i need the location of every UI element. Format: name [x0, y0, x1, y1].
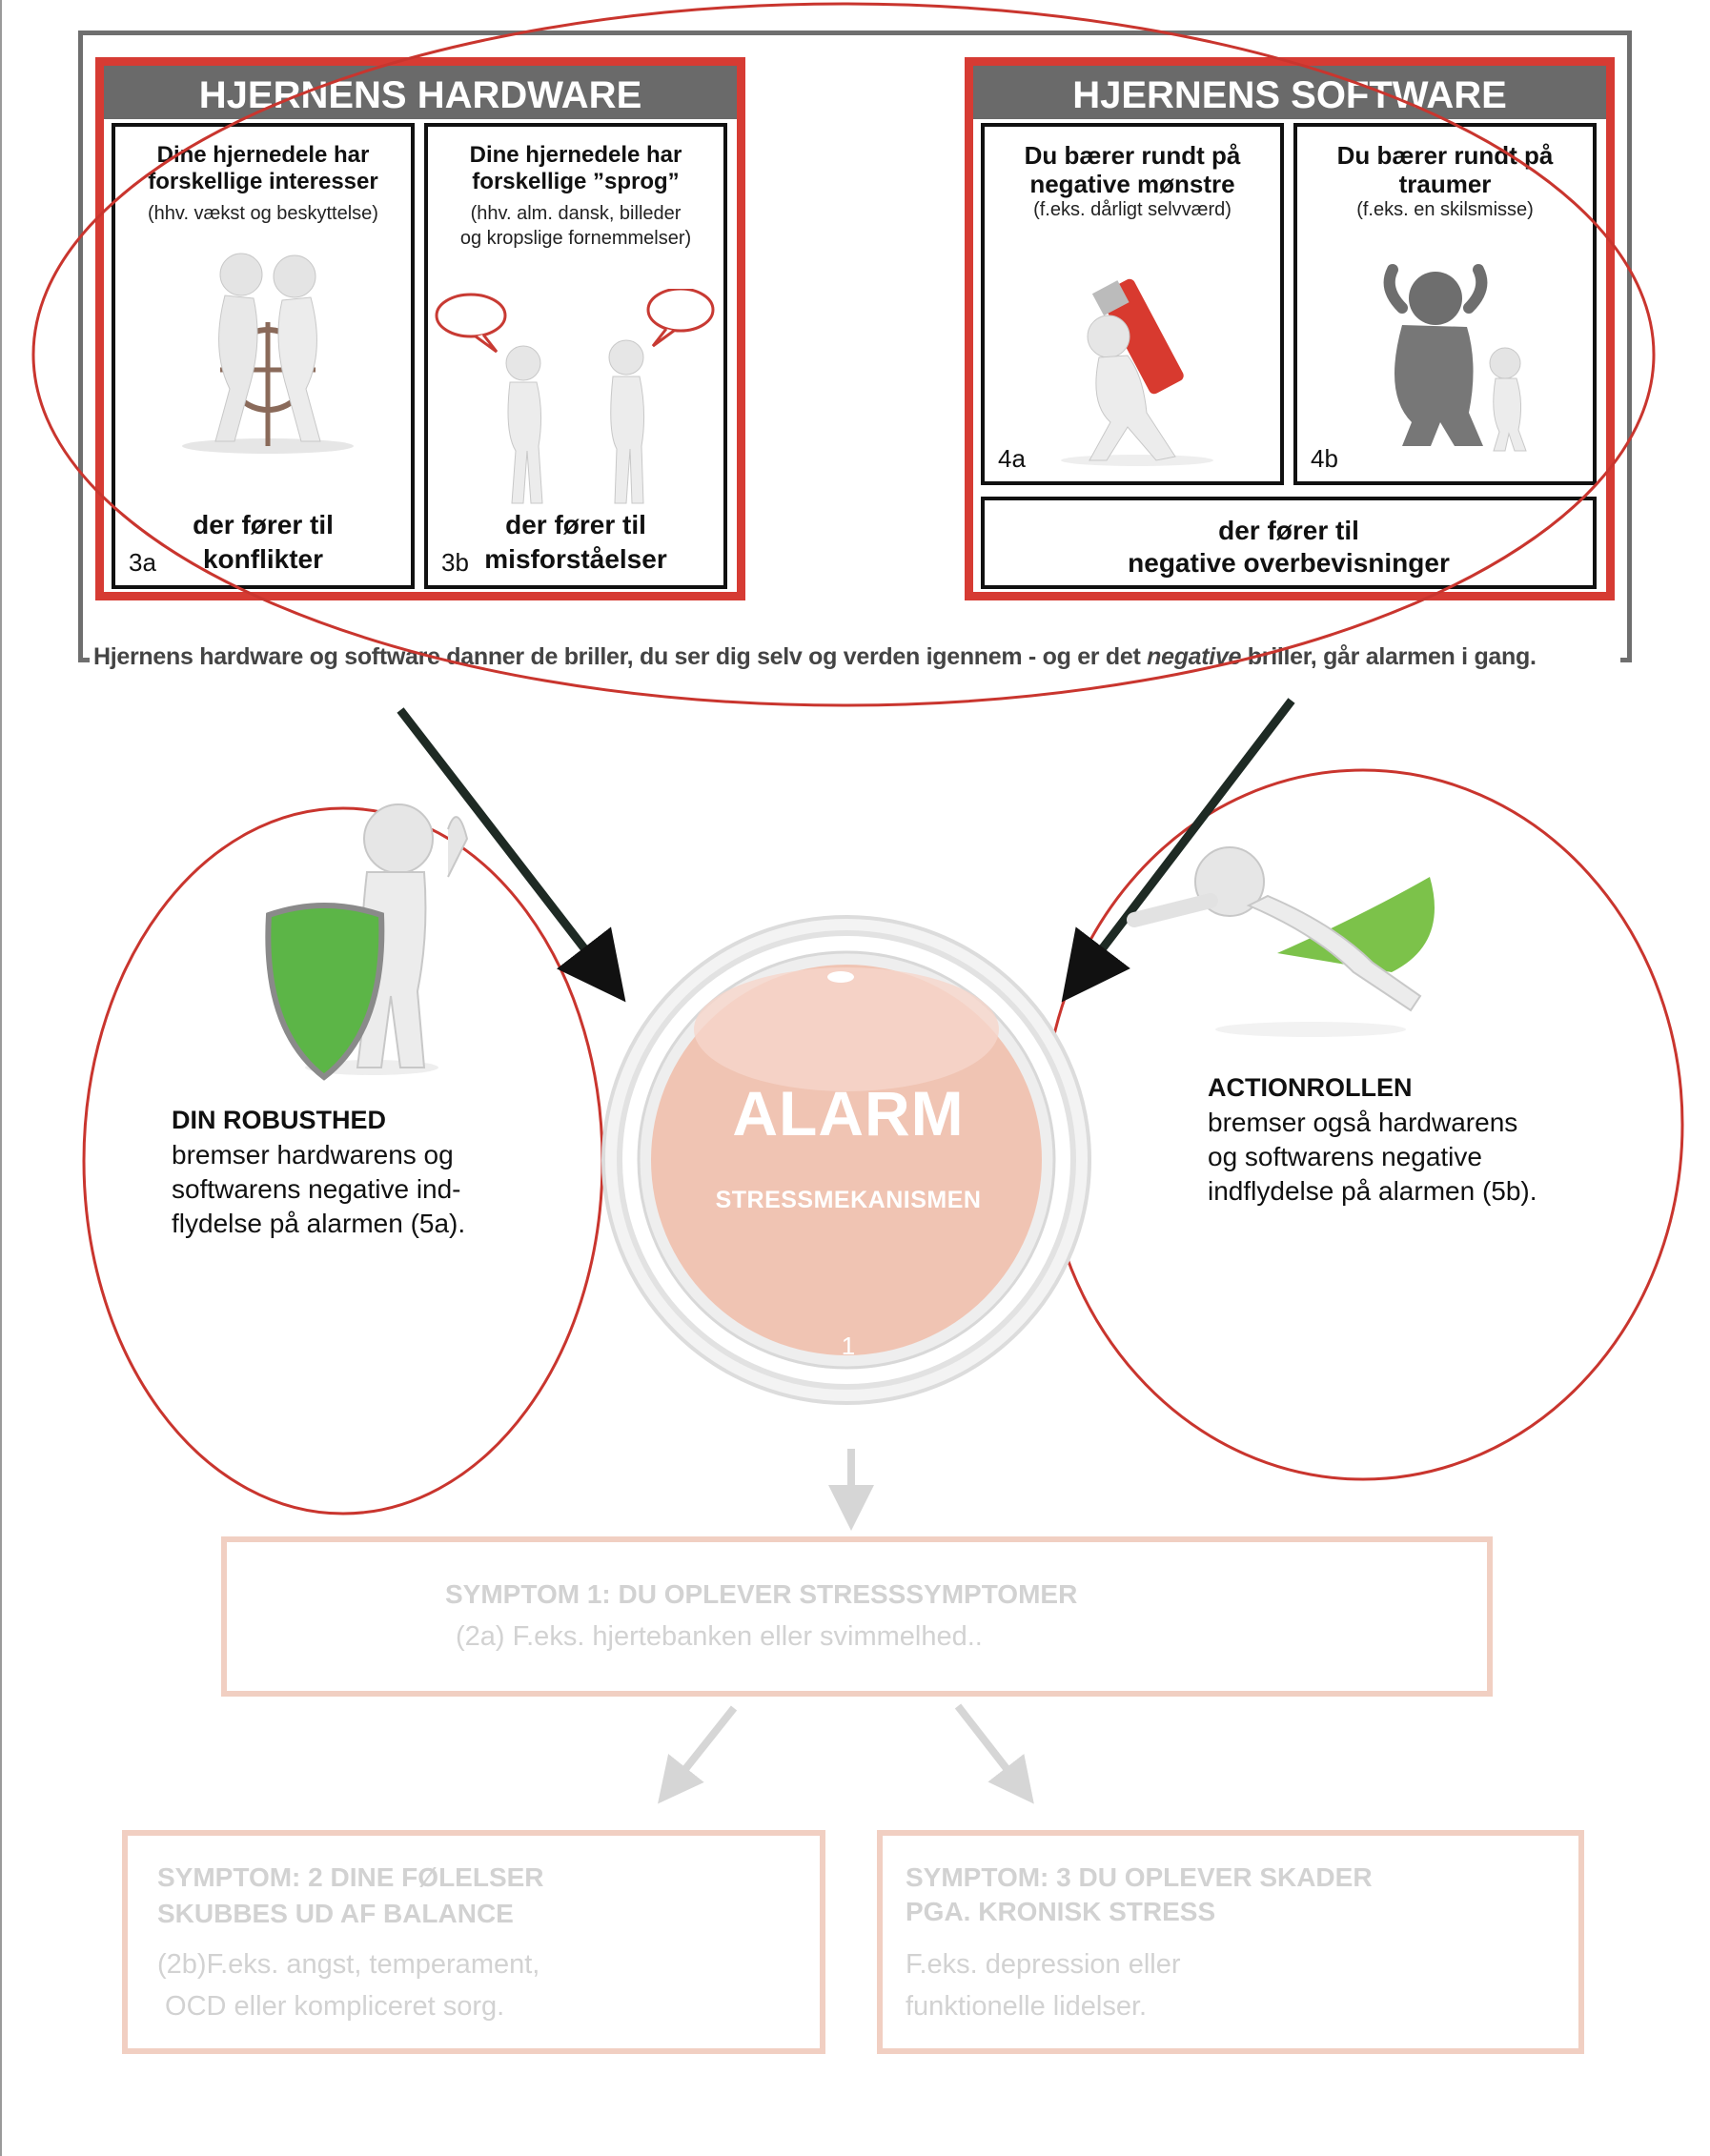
card-4a-subtitle: (f.eks. dårligt selvværd)	[1033, 199, 1232, 220]
symptom2-text-2: OCD eller kompliceret sorg.	[157, 1991, 505, 2022]
card-4-bottom-2: negative overbevisninger	[1128, 548, 1450, 578]
card-3b-subtitle-1: (hhv. alm. dansk, billeder	[470, 203, 682, 224]
symptom3-text-2: funktionelle lidelser.	[906, 1991, 1148, 2022]
arrow-software-to-alarm	[1061, 698, 1295, 1003]
symptom3-title-2: PGA. KRONISK STRESS	[906, 1897, 1216, 1926]
robusthed-title: DIN ROBUSTHED	[172, 1106, 387, 1134]
card-3a-number: 3a	[129, 548, 156, 577]
top-ellipse	[31, 2, 1656, 707]
card-4a: Du bærer rundt på negative mønstre (f.ek…	[981, 123, 1284, 485]
arrow-symptom1-to-symptom2	[658, 1705, 738, 1804]
card-4a-number: 4a	[998, 444, 1026, 473]
speech-bubble-figures-icon	[435, 289, 715, 504]
symptom1-text: (2a) F.eks. hjertebanken eller svimmelhe…	[456, 1621, 983, 1652]
tug-of-war-figures-icon	[182, 253, 354, 454]
card-4-bottom: der fører til negative overbevisninger	[981, 497, 1597, 589]
brain-glasses-frame	[78, 31, 1632, 662]
alarm-button-icon	[601, 915, 1091, 1405]
frame-corner-right	[1620, 658, 1632, 662]
shield-figure-icon	[265, 803, 469, 1081]
actionrollen-line-2: og softwarens negative	[1208, 1142, 1482, 1171]
caption-part-2: briller, går alarmen i gang.	[1241, 643, 1537, 670]
actionrollen-title: ACTIONROLLEN	[1208, 1073, 1413, 1102]
card-4-bottom-1: der fører til	[1218, 516, 1359, 545]
robusthed-line-2: softwarens negative ind-	[172, 1174, 461, 1204]
software-panel: HJERNENS SOFTWARE Du bærer rundt på nega…	[965, 57, 1615, 600]
hardware-panel-title: HJERNENS HARDWARE	[104, 66, 737, 119]
actionrollen-line-3: indflydelse på alarmen (5b).	[1208, 1176, 1537, 1206]
card-3a: Dine hjernedele har forskellige interess…	[112, 123, 415, 589]
card-3a-bottom-1: der fører til	[193, 510, 334, 539]
arrow-symptom1-to-symptom3	[954, 1703, 1034, 1804]
symptom3-text-1: F.eks. depression eller	[906, 1949, 1181, 1980]
robusthed-line-3: flydelse på alarmen (5a).	[172, 1209, 466, 1238]
card-4b-title-1: Du bærer rundt på	[1336, 141, 1554, 170]
symptom1-box	[221, 1536, 1493, 1697]
alarm-subtitle: STRESSMEKANISMEN	[715, 1187, 982, 1213]
symptom3-title-1: SYMPTOM: 3 DU OPLEVER SKADER	[906, 1862, 1373, 1892]
symptom3-box	[877, 1830, 1584, 2054]
card-3a-bottom-2: konflikter	[202, 544, 324, 574]
card-3b-title-1: Dine hjernedele har	[469, 142, 682, 168]
card-3b-bottom-2: misforståelser	[484, 544, 667, 574]
software-panel-title: HJERNENS SOFTWARE	[973, 66, 1606, 119]
robusthed-line-1: bremser hardwarens og	[172, 1140, 454, 1170]
card-3a-subtitle: (hhv. vækst og beskyttelse)	[148, 203, 378, 224]
card-3b: Dine hjernedele har forskellige ”sprog” …	[424, 123, 727, 589]
actionrollen-line-1: bremser også hardwarens	[1208, 1108, 1518, 1137]
card-4b-title-2: traumer	[1398, 170, 1492, 198]
caption-part-1: Hjernens hardware og software danner de …	[93, 643, 1148, 670]
symptom1-title: SYMPTOM 1: DU OPLEVER STRESSSYMPTOMER	[445, 1579, 1078, 1609]
hardware-panel: HJERNENS HARDWARE Dine hjernedele har fo…	[95, 57, 745, 600]
card-4b-number: 4b	[1311, 444, 1338, 473]
glasses-caption: Hjernens hardware og software danner de …	[93, 643, 1618, 671]
frame-corner-left	[78, 658, 90, 662]
alarm-number: 1	[841, 1332, 856, 1360]
alarm-title: ALARM	[732, 1078, 965, 1149]
arrow-hardware-to-alarm	[397, 707, 626, 1003]
caption-italic: negative	[1147, 643, 1242, 670]
symptom2-box	[122, 1830, 825, 2054]
symptom2-text-1: (2b)F.eks. angst, temperament,	[157, 1949, 540, 1980]
shadow-trauma-icon	[1383, 264, 1527, 452]
card-3a-title: Dine hjernedele har forskellige interess…	[148, 142, 378, 194]
card-4b-subtitle: (f.eks. en skilsmisse)	[1356, 199, 1534, 220]
card-3b-subtitle-2: og kropslige fornemmelser)	[459, 228, 692, 249]
card-4b: Du bærer rundt på traumer (f.eks. en ski…	[1293, 123, 1597, 485]
page-left-border	[0, 0, 2, 2156]
symptom2-title-1: SYMPTOM: 2 DINE FØLELSER	[157, 1862, 544, 1892]
flying-hero-icon	[1127, 846, 1435, 1037]
card-3b-title-2: forskellige ”sprog”	[472, 169, 680, 194]
card-4a-title-1: Du bærer rundt på	[1024, 141, 1241, 170]
card-3b-number: 3b	[441, 548, 469, 577]
card-4a-title-2: negative mønstre	[1029, 170, 1235, 198]
card-3b-bottom-1: der fører til	[505, 510, 646, 539]
usb-stick-carrier-icon	[1061, 278, 1213, 466]
symptom2-title-2: SKUBBES UD AF BALANCE	[157, 1899, 514, 1928]
